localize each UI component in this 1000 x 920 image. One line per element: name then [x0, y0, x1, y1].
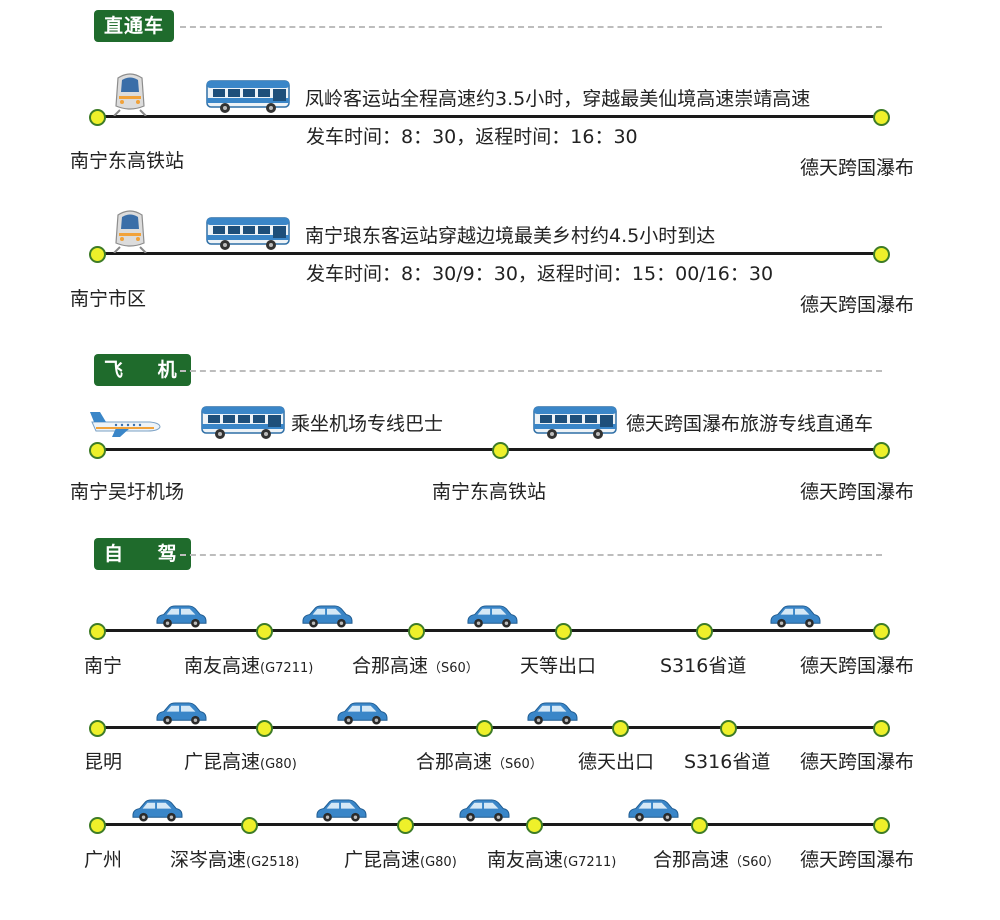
section-divider — [180, 26, 882, 28]
bus-icon — [200, 406, 286, 440]
stop-dot — [89, 817, 106, 834]
stop-label: 德天跨国瀑布 — [800, 751, 915, 773]
stop-label: 德天跨国瀑布 — [800, 481, 915, 503]
stop-dot — [241, 817, 258, 834]
stop-dot — [873, 817, 890, 834]
stop-dot — [873, 720, 890, 737]
car-icon — [300, 604, 354, 629]
stop-dot — [89, 442, 106, 459]
stop-dot — [873, 246, 890, 263]
car-icon — [154, 701, 208, 726]
stop-dot — [89, 246, 106, 263]
section-title-drive: 自 驾 — [94, 538, 191, 570]
stop-label: 广州 — [84, 849, 123, 871]
stop-dot — [397, 817, 414, 834]
stop-dot — [492, 442, 509, 459]
car-icon — [130, 798, 184, 823]
stop-label: 德天出口 — [578, 751, 655, 773]
route-description: 凤岭客运站全程高速约3.5小时，穿越最美仙境高速崇靖高速 — [305, 88, 811, 110]
car-icon — [465, 604, 519, 629]
stop-label: 天等出口 — [520, 655, 597, 677]
route-track — [97, 448, 881, 451]
high-speed-train-icon — [110, 209, 150, 253]
stop-label: 昆明 — [84, 751, 123, 773]
stop-dot — [612, 720, 629, 737]
section-title-plane: 飞 机 — [94, 354, 191, 386]
route-track — [97, 115, 881, 118]
stop-label: 深岑高速(G2518) — [170, 849, 300, 871]
car-icon — [335, 701, 389, 726]
stop-dot — [873, 623, 890, 640]
stop-dot — [696, 623, 713, 640]
stop-label: S316省道 — [684, 751, 771, 773]
stop-label: 南友高速(G7211) — [184, 655, 314, 677]
stop-label: 合那高速（S60） — [352, 655, 479, 677]
stop-dot — [89, 623, 106, 640]
stop-label: 南宁吴圩机场 — [70, 481, 185, 503]
stop-label: 德天跨国瀑布 — [800, 157, 915, 179]
section-divider — [180, 554, 882, 556]
stop-dot — [89, 109, 106, 126]
stop-dot — [873, 109, 890, 126]
stop-dot — [526, 817, 543, 834]
stop-dot — [720, 720, 737, 737]
stop-label: S316省道 — [660, 655, 747, 677]
stop-label: 南宁东高铁站 — [432, 481, 547, 503]
stop-label: 南友高速(G7211) — [487, 849, 617, 871]
stop-dot — [256, 623, 273, 640]
car-icon — [768, 604, 822, 629]
stop-label: 南宁市区 — [70, 288, 147, 310]
car-icon — [154, 604, 208, 629]
stop-label: 南宁东高铁站 — [70, 150, 185, 172]
car-icon — [314, 798, 368, 823]
airplane-icon — [86, 408, 162, 438]
route-leg-label: 德天跨国瀑布旅游专线直通车 — [626, 413, 874, 435]
route-description: 南宁琅东客运站穿越边境最美乡村约4.5小时到达 — [305, 225, 716, 247]
stop-dot — [256, 720, 273, 737]
high-speed-train-icon — [110, 72, 150, 116]
stop-label: 德天跨国瀑布 — [800, 655, 915, 677]
bus-icon — [532, 406, 618, 440]
car-icon — [626, 798, 680, 823]
route-leg-label: 乘坐机场专线巴士 — [291, 413, 444, 435]
stop-label: 德天跨国瀑布 — [800, 294, 915, 316]
stop-label: 南宁 — [84, 655, 123, 677]
stop-label: 合那高速（S60） — [653, 849, 780, 871]
route-track — [97, 252, 881, 255]
bus-icon — [205, 217, 291, 251]
stop-dot — [555, 623, 572, 640]
stop-label: 广昆高速(G80) — [184, 751, 297, 773]
stop-dot — [476, 720, 493, 737]
route-track — [97, 629, 881, 632]
car-icon — [525, 701, 579, 726]
route-track — [97, 823, 881, 826]
stop-dot — [691, 817, 708, 834]
bus-icon — [205, 80, 291, 114]
route-schedule: 发车时间：8：30，返程时间：16：30 — [306, 126, 638, 148]
route-schedule: 发车时间：8：30/9：30，返程时间：15：00/16：30 — [306, 263, 774, 285]
stop-dot — [873, 442, 890, 459]
stop-dot — [89, 720, 106, 737]
stop-dot — [408, 623, 425, 640]
stop-label: 德天跨国瀑布 — [800, 849, 915, 871]
stop-label: 合那高速（S60） — [416, 751, 543, 773]
car-icon — [457, 798, 511, 823]
stop-label: 广昆高速(G80) — [344, 849, 457, 871]
section-divider — [180, 370, 882, 372]
section-title-direct: 直通车 — [94, 10, 175, 42]
